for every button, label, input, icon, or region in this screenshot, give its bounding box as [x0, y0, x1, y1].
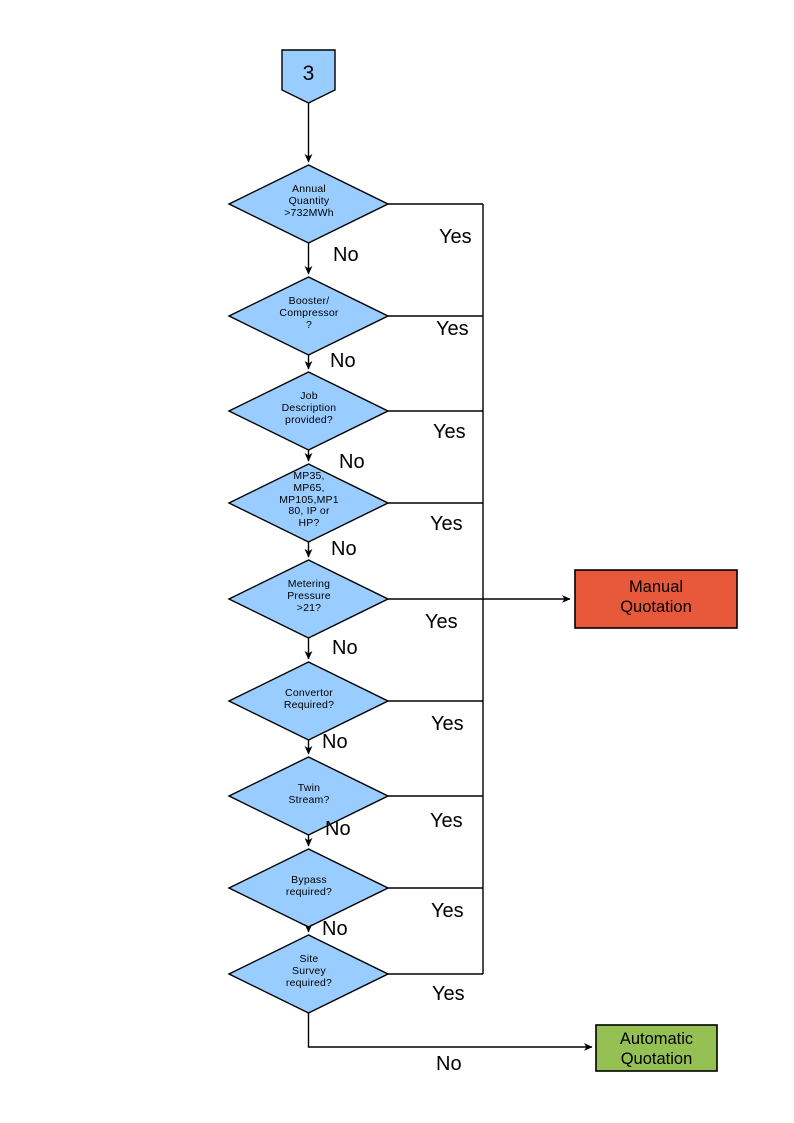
decision-booster-compressor — [227, 276, 390, 356]
decision-annual-quantity — [227, 164, 390, 244]
decision-job-description — [227, 371, 390, 451]
decision-pressure-tier — [227, 463, 390, 543]
decision-convertor-required — [227, 661, 390, 741]
start-connector-shape — [281, 49, 336, 104]
edge-no-site-survey-to-automatic — [307, 1013, 593, 1051]
terminal-automatic-quotation — [595, 1024, 718, 1072]
terminal-manual-quotation — [574, 569, 738, 629]
decision-bypass-required — [227, 848, 390, 928]
decision-site-survey — [227, 934, 390, 1014]
decision-twin-stream — [227, 756, 390, 836]
decision-metering-pressure — [227, 559, 390, 639]
